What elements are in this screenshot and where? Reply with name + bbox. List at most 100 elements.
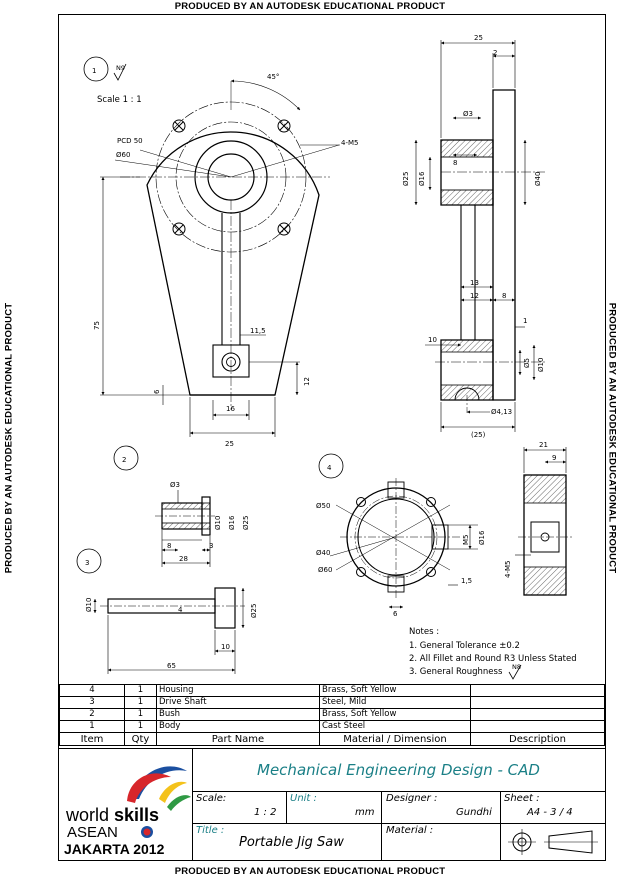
title-block: world skills ASEAN JAKARTA 2012 Mechanic… [59, 748, 605, 860]
view-1-scale: Scale 1 : 1 [97, 95, 142, 105]
row-qty: 1 [124, 708, 157, 721]
note-2: 2. All Fillet and Round R3 Unless Stated [409, 654, 577, 664]
shaft-dim-d10: Ø10 [85, 598, 93, 612]
side-dim-d4-13: Ø4,13 [491, 408, 512, 416]
header-part-name: Part Name [156, 732, 320, 746]
side-dim-25-ref: (25) [471, 431, 486, 439]
dim-d60: Ø60 [116, 151, 130, 159]
row-description [470, 684, 605, 697]
view-4-balloon [318, 453, 344, 479]
watermark-bottom: PRODUCED BY AN AUTODESK EDUCATIONAL PROD… [174, 866, 446, 877]
projection-symbol-icon [508, 829, 598, 855]
row-qty: 1 [124, 684, 157, 697]
dim-pcd: PCD 50 [117, 137, 143, 145]
scale-label: Scale: [196, 793, 227, 804]
title-label: Title : [196, 825, 225, 836]
bush-dim-d3: Ø3 [170, 481, 180, 489]
view-2-bush [113, 445, 215, 567]
view-1-number: 1 [92, 67, 96, 75]
table-row: 2 1 Bush Brass, Soft Yellow [59, 708, 605, 721]
housing-dim-21: 21 [539, 441, 548, 449]
side-dim-d5: Ø5 [523, 358, 531, 368]
dimension-labels: 1 N9 Scale 1 : 1 45° 4-M5 PCD 50 Ø60 75 … [85, 34, 556, 670]
view-2-balloon [113, 445, 139, 471]
worldskills-logo: world skills ASEAN JAKARTA 2012 [59, 749, 193, 860]
sheet-label: Sheet : [504, 793, 540, 804]
logo-skills: skills [114, 805, 159, 825]
housing-dim-d40: Ø40 [316, 549, 330, 557]
bush-dim-d25: Ø25 [242, 516, 250, 530]
view-3-drive-shaft [76, 548, 245, 674]
dim-12: 12 [303, 377, 311, 386]
dim-11-5: 11,5 [250, 327, 266, 335]
scale-value: 1 : 2 [254, 807, 277, 818]
unit-label: Unit : [290, 793, 317, 804]
dim-holes: 4-M5 [341, 139, 358, 147]
housing-dim-d50: Ø50 [316, 502, 330, 510]
bush-dim-d10: Ø10 [214, 516, 222, 530]
logo-city: JAKARTA 2012 [64, 841, 165, 857]
side-dim-d40: Ø40 [534, 172, 542, 186]
bush-dim-28: 28 [179, 555, 188, 563]
note-roughness: N8 [512, 663, 521, 671]
side-view-section [414, 40, 545, 432]
view-1-balloon [83, 56, 109, 82]
side-dim-2: 2 [493, 49, 497, 57]
view-4-number: 4 [327, 464, 332, 472]
side-dim-d3: Ø3 [463, 110, 473, 118]
bolt-holes [172, 119, 291, 236]
side-dim-d10: Ø10 [537, 358, 545, 372]
row-item: 1 [59, 720, 125, 733]
housing-dim-d16: Ø16 [478, 530, 486, 545]
row-description [470, 696, 605, 709]
side-dim-13: 13 [470, 279, 479, 287]
title-value: Portable Jig Saw [239, 835, 344, 850]
view-4-housing [318, 447, 572, 609]
housing-dim-holes: 4-M5 [504, 561, 512, 578]
shaft-dim-10: 10 [221, 643, 230, 651]
row-item: 2 [59, 708, 125, 721]
housing-dim-m5: M5 [462, 535, 470, 546]
dim-16: 16 [226, 405, 235, 413]
logo-graphic: world skills ASEAN JAKARTA 2012 [64, 766, 191, 857]
bush-dim-3: 3 [209, 542, 213, 550]
side-dim-8b: 8 [502, 292, 506, 300]
row-name: Drive Shaft [156, 696, 320, 709]
side-dim-1: 1 [523, 317, 527, 325]
side-dim-d16: Ø16 [418, 171, 426, 186]
side-dim-10: 10 [428, 336, 437, 344]
shaft-dim-4: 4 [178, 606, 183, 614]
shaft-dim-d25: Ø25 [250, 604, 258, 618]
header-qty: Qty [124, 732, 157, 746]
sheet-value: A4 - 3 / 4 [527, 807, 573, 818]
row-item: 3 [59, 696, 125, 709]
body-outline [146, 131, 320, 396]
view-3-balloon [76, 548, 102, 574]
logo-world: world [65, 805, 109, 825]
row-material: Cast Steel [319, 720, 471, 733]
dim-angle: 45° [267, 73, 279, 81]
shaft-dim-65: 65 [167, 662, 176, 670]
row-material: Brass, Soft Yellow [319, 708, 471, 721]
notes-title: Notes : [409, 627, 439, 637]
row-name: Housing [156, 684, 320, 697]
header-item: Item [59, 732, 125, 746]
bush-dim-d16: Ø16 [228, 515, 236, 530]
table-row: 4 1 Housing Brass, Soft Yellow [59, 684, 605, 697]
note-1: 1. General Tolerance ±0.2 [409, 641, 520, 651]
row-material: Brass, Soft Yellow [319, 684, 471, 697]
drawing-frame [58, 14, 606, 861]
housing-dim-1-5: 1,5 [461, 577, 472, 585]
material-label: Material : [386, 825, 434, 836]
view-2-number: 2 [122, 456, 126, 464]
unit-value: mm [355, 807, 375, 818]
row-material: Steel, Mild [319, 696, 471, 709]
watermark-top: PRODUCED BY AN AUTODESK EDUCATIONAL PROD… [174, 1, 446, 12]
row-description [470, 720, 605, 733]
parts-list-header: Item Qty Part Name Material / Dimension … [59, 732, 605, 746]
row-description [470, 708, 605, 721]
side-dim-25: 25 [474, 34, 483, 42]
note-3: 3. General Roughness [409, 667, 503, 677]
header-description: Description [470, 732, 605, 746]
